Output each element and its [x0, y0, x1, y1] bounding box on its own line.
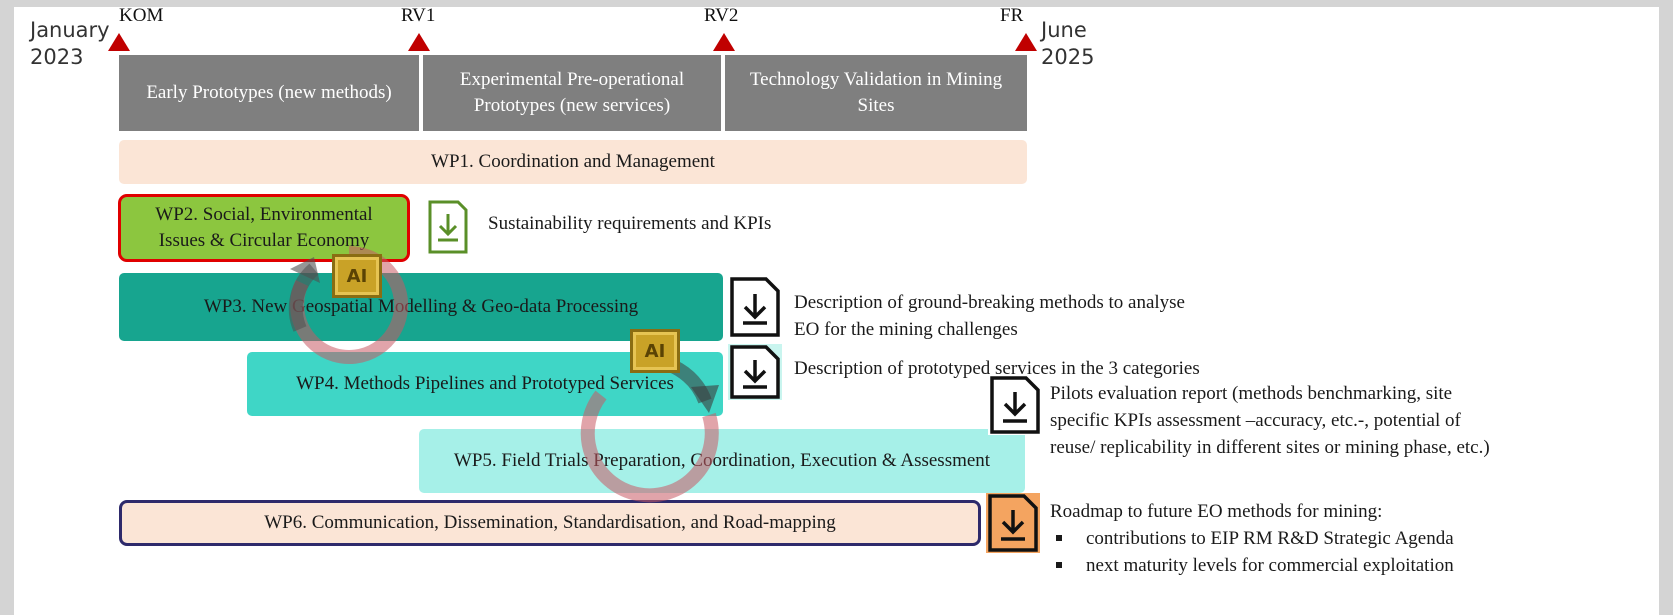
- download-document-icon: [728, 344, 782, 400]
- phase-technology-validation: Technology Validation in Mining Sites: [725, 55, 1027, 131]
- wp2-box: WP2. Social, Environmental Issues & Circ…: [118, 194, 410, 262]
- wp6-deliverable: Roadmap to future EO methods for mining:…: [1050, 498, 1510, 579]
- milestone-rv2-label: RV2: [704, 7, 739, 26]
- milestone-triangle-icon: [1015, 33, 1037, 51]
- download-document-icon: [428, 200, 468, 254]
- phase-label: Experimental Pre-operational Prototypes …: [459, 69, 685, 116]
- phase-early-prototypes: Early Prototypes (new methods): [119, 55, 419, 131]
- phase-label: Early Prototypes (new methods): [146, 82, 392, 103]
- ai-chip-label: AI: [346, 265, 368, 287]
- wp4-deliverable: Description of prototyped services in th…: [794, 358, 1200, 379]
- wp6-box: WP6. Communication, Dissemination, Stand…: [119, 500, 981, 546]
- wp6-label: WP6. Communication, Dissemination, Stand…: [264, 512, 836, 533]
- end-date: June 2025: [1041, 18, 1095, 69]
- wp6-deliverable-intro: Roadmap to future EO methods for mining:: [1050, 501, 1383, 522]
- milestone-triangle-icon: [408, 33, 430, 51]
- wp1-label: WP1. Coordination and Management: [431, 151, 715, 172]
- list-item: next maturity levels for commercial expl…: [1050, 552, 1510, 579]
- wp2-label: WP2. Social, Environmental Issues & Circ…: [155, 204, 373, 251]
- phase-label: Technology Validation in Mining Sites: [749, 69, 1003, 116]
- cycle-arrow-icon: [288, 246, 409, 364]
- wp6-deliverable-list: contributions to EIP RM R&D Strategic Ag…: [1050, 525, 1510, 579]
- timeline-diagram: January 2023 June 2025 KOM RV1 RV2 FR Ea…: [14, 7, 1659, 615]
- milestone-rv1-label: RV1: [401, 7, 436, 26]
- list-item: contributions to EIP RM R&D Strategic Ag…: [1050, 525, 1510, 552]
- milestone-kom-label: KOM: [119, 7, 164, 26]
- milestone-triangle-icon: [713, 33, 735, 51]
- start-date: January 2023: [30, 18, 110, 69]
- ai-chip-icon: AI: [332, 254, 382, 298]
- wp3-deliverable: Description of ground-breaking methods t…: [794, 292, 1185, 340]
- download-document-icon: [986, 493, 1040, 553]
- milestone-fr-label: FR: [1000, 7, 1024, 26]
- wp5-box: WP5. Field Trials Preparation, Coordinat…: [419, 429, 1025, 493]
- wp4-label: WP4. Methods Pipelines and Prototyped Se…: [296, 373, 674, 394]
- wp2-deliverable: Sustainability requirements and KPIs: [488, 213, 772, 234]
- wp3-box: WP3. New Geospatial Modelling & Geo-data…: [119, 273, 723, 341]
- phase-experimental-prototypes: Experimental Pre-operational Prototypes …: [423, 55, 721, 131]
- download-document-icon: [728, 276, 782, 338]
- wp5-deliverable: Pilots evaluation report (methods benchm…: [1050, 383, 1490, 458]
- wp3-label: WP3. New Geospatial Modelling & Geo-data…: [203, 296, 639, 317]
- wp1-box: WP1. Coordination and Management: [119, 140, 1027, 184]
- download-document-icon: [988, 375, 1042, 435]
- ai-chip-icon: AI: [630, 329, 680, 373]
- ai-chip-label: AI: [644, 340, 666, 362]
- milestone-triangle-icon: [108, 33, 130, 51]
